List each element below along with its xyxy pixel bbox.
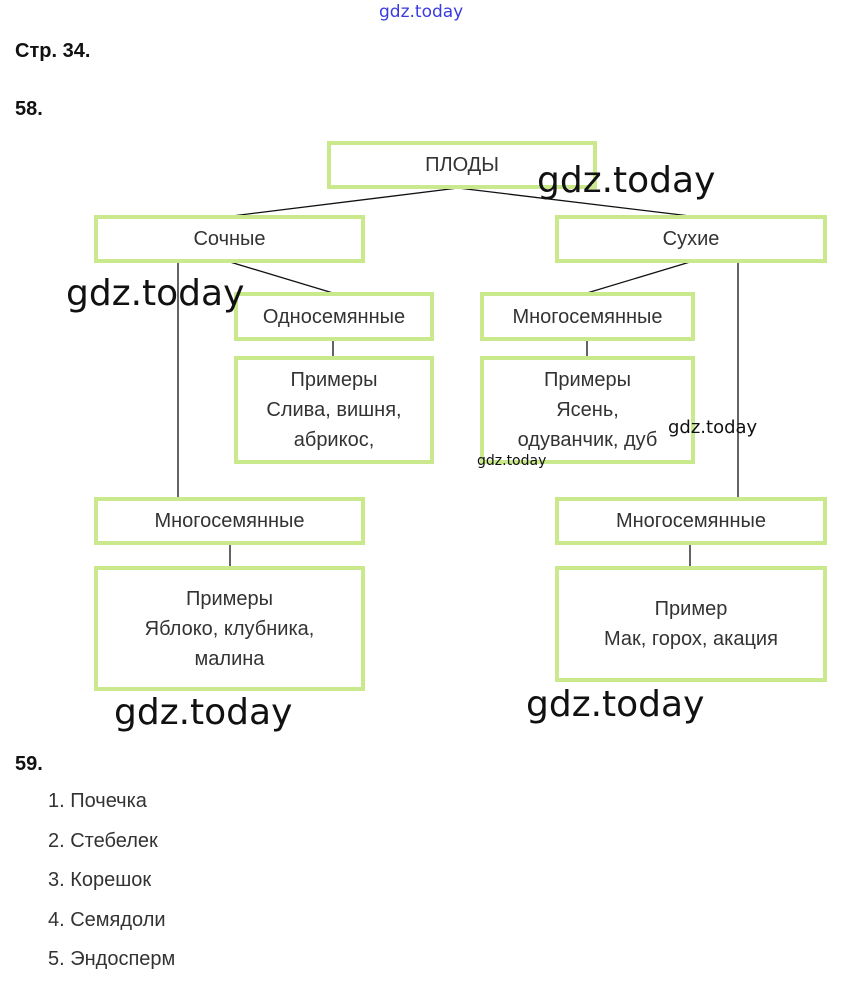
list-item: 5. Эндосперм [48, 948, 176, 970]
box-dry-multi-lower-examples: Пример Мак, горох, акация [555, 566, 827, 682]
box-dry-multi-lower: Многосемянные [555, 497, 827, 545]
examples-line: Мак, горох, акация [604, 628, 778, 650]
box-juicy-multi-seed: Многосемянные [94, 497, 365, 545]
task-58-heading: 58. [15, 98, 43, 120]
examples-line: малина [194, 647, 265, 670]
box-label: Многосемянные [512, 305, 663, 328]
examples-line: Яблоко, клубника, [144, 617, 315, 640]
watermark: gdz.today [668, 417, 758, 438]
examples-line: Ясень, [556, 399, 619, 421]
box-label: Сочные [193, 228, 266, 250]
list-item: 2. Стебелек [48, 830, 158, 852]
box-label: Односемянные [262, 305, 406, 328]
box-juicy: Сочные [94, 215, 365, 263]
examples-title: Примеры [185, 587, 274, 610]
list-item: 1. Почечка [48, 790, 147, 812]
examples-title: Примеры [290, 369, 378, 391]
watermark: gdz.today [66, 273, 245, 314]
box-label: ПЛОДЫ [425, 154, 499, 176]
examples-line: абрикос, [293, 429, 375, 451]
list-item: 3. Корешок [48, 869, 152, 891]
watermark: gdz.today [477, 453, 547, 469]
box-juicy-multi-examples: Примеры Яблоко, клубника, малина [94, 566, 365, 691]
examples-line: Слива, вишня, [266, 399, 402, 421]
box-fruits: ПЛОДЫ [327, 141, 597, 189]
examples-title: Примеры [543, 369, 632, 391]
watermark: gdz.today [537, 160, 716, 201]
watermark: gdz.today [526, 684, 705, 725]
page-heading: Стр. 34. [15, 40, 91, 62]
list-item: 4. Семядоли [48, 909, 166, 931]
task-59-heading: 59. [15, 753, 43, 775]
box-label: Многосемянные [615, 510, 767, 532]
watermark: gdz.today [114, 692, 293, 733]
watermark: gdz.today [379, 2, 464, 22]
box-juicy-single-seed: Односемянные [234, 292, 434, 341]
box-juicy-single-examples: Примеры Слива, вишня, абрикос, [234, 356, 434, 464]
box-dry: Сухие [555, 215, 827, 263]
box-label: Сухие [662, 228, 720, 250]
examples-title: Пример [654, 598, 728, 620]
examples-line: одуванчик, дуб [517, 429, 658, 451]
box-dry-multi-upper: Многосемянные [480, 292, 695, 341]
box-label: Многосемянные [154, 510, 305, 532]
box-dry-multi-upper-examples: Примеры Ясень, одуванчик, дуб [480, 356, 695, 464]
